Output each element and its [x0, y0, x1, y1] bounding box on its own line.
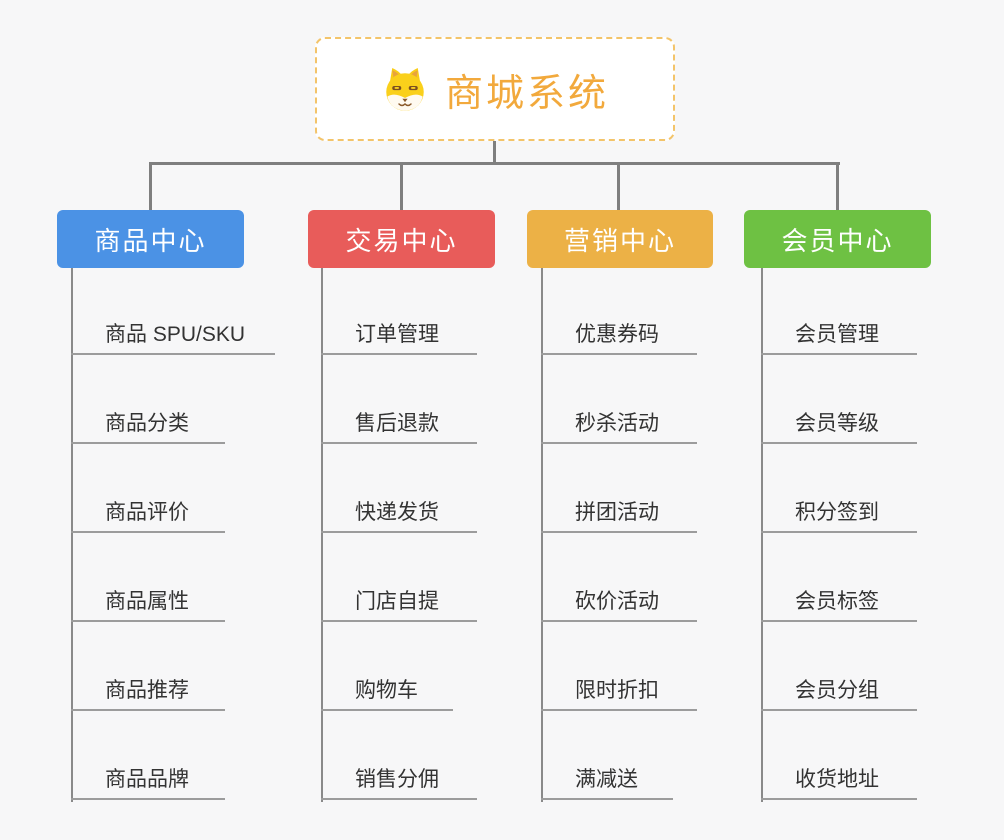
topic-item[interactable]: 商品分类	[71, 411, 225, 444]
topic-item[interactable]: 会员管理	[761, 322, 917, 355]
branch-label: 营销中心	[563, 225, 676, 256]
branch-stem	[71, 268, 73, 802]
topic-item[interactable]: 会员标签	[761, 589, 917, 622]
topic-item[interactable]: 销售分佣	[321, 767, 477, 800]
topic-item[interactable]: 购物车	[321, 678, 453, 711]
topic-item[interactable]: 售后退款	[321, 411, 477, 444]
branch-label: 交易中心	[345, 225, 458, 256]
connector-root-stem	[493, 141, 496, 164]
connector-drop	[149, 164, 152, 211]
topic-item[interactable]: 订单管理	[321, 322, 477, 355]
branch-node-member-center[interactable]: 会员中心	[744, 210, 931, 268]
topic-item[interactable]: 积分签到	[761, 500, 917, 533]
topic-item[interactable]: 门店自提	[321, 589, 477, 622]
branch-label: 商品中心	[94, 225, 207, 256]
topic-item[interactable]: 会员分组	[761, 678, 917, 711]
dog-face-icon	[381, 65, 429, 113]
root-node[interactable]: 商城系统	[315, 37, 675, 141]
branch-label: 会员中心	[781, 225, 894, 256]
topic-item[interactable]: 快递发货	[321, 500, 477, 533]
topic-item[interactable]: 砍价活动	[541, 589, 697, 622]
root-title: 商城系统	[444, 72, 609, 115]
topic-item[interactable]: 商品 SPU/SKU	[71, 322, 275, 355]
topic-item[interactable]: 商品推荐	[71, 678, 225, 711]
topic-item[interactable]: 优惠券码	[541, 322, 697, 355]
branch-node-product-center[interactable]: 商品中心	[57, 210, 244, 268]
topic-item[interactable]: 收货地址	[761, 767, 917, 800]
topic-item[interactable]: 会员等级	[761, 411, 917, 444]
topic-item[interactable]: 商品属性	[71, 589, 225, 622]
topic-item[interactable]: 商品品牌	[71, 767, 225, 800]
topic-item[interactable]: 秒杀活动	[541, 411, 697, 444]
branch-node-marketing-center[interactable]: 营销中心	[527, 210, 713, 268]
branch-node-trade-center[interactable]: 交易中心	[308, 210, 495, 268]
branch-stem	[761, 268, 763, 802]
topic-item[interactable]: 限时折扣	[541, 678, 697, 711]
topic-item[interactable]: 拼团活动	[541, 500, 697, 533]
connector-drop	[836, 164, 839, 211]
topic-item[interactable]: 商品评价	[71, 500, 225, 533]
connector-drop	[400, 164, 403, 211]
connector-drop	[617, 164, 620, 211]
topic-item[interactable]: 满减送	[541, 767, 673, 800]
branch-stem	[541, 268, 543, 802]
branch-stem	[321, 268, 323, 802]
connector-bus	[149, 162, 840, 165]
